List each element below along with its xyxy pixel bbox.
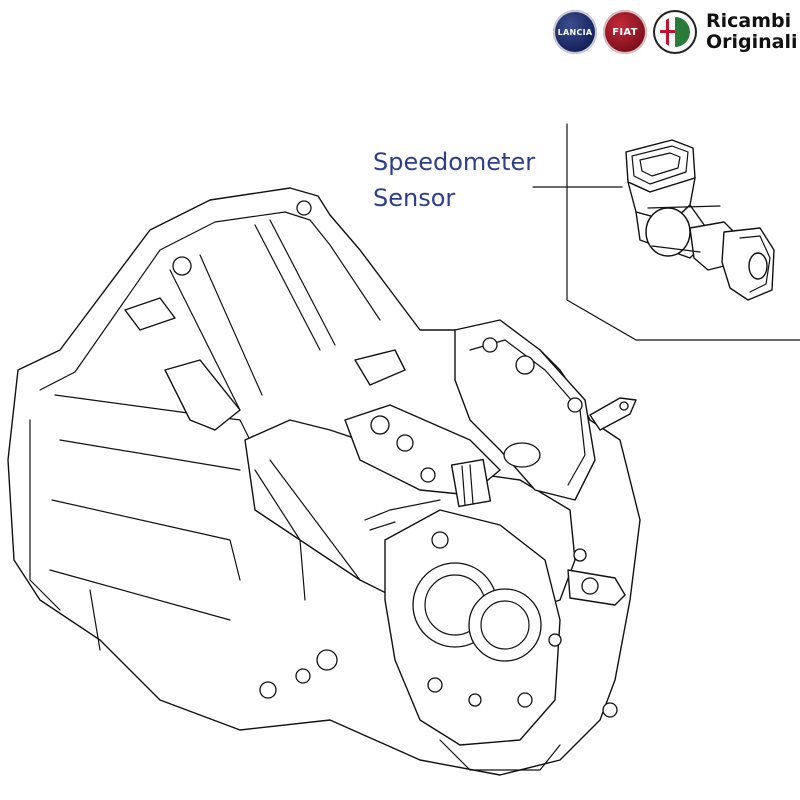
- brand-title-line1: Ricambi: [706, 10, 792, 32]
- brand-header: LANCIA FIAT Ricambi Originali: [553, 8, 798, 58]
- gearbox-housing-drawing: [7, 187, 641, 776]
- alfa-romeo-logo-icon: [653, 10, 697, 54]
- brand-title-line2: Originali: [706, 31, 798, 53]
- fiat-logo-icon: FIAT: [603, 10, 647, 54]
- speedometer-sensor-label: Speedometer Sensor: [373, 144, 535, 216]
- callout-line1: Speedometer: [373, 148, 536, 176]
- callout-line2: Sensor: [373, 184, 456, 212]
- brand-title: Ricambi Originali: [706, 11, 798, 53]
- lancia-logo-icon: LANCIA: [553, 10, 597, 54]
- speedometer-sensor-drawing: [625, 139, 775, 301]
- inset-frame: [532, 123, 800, 341]
